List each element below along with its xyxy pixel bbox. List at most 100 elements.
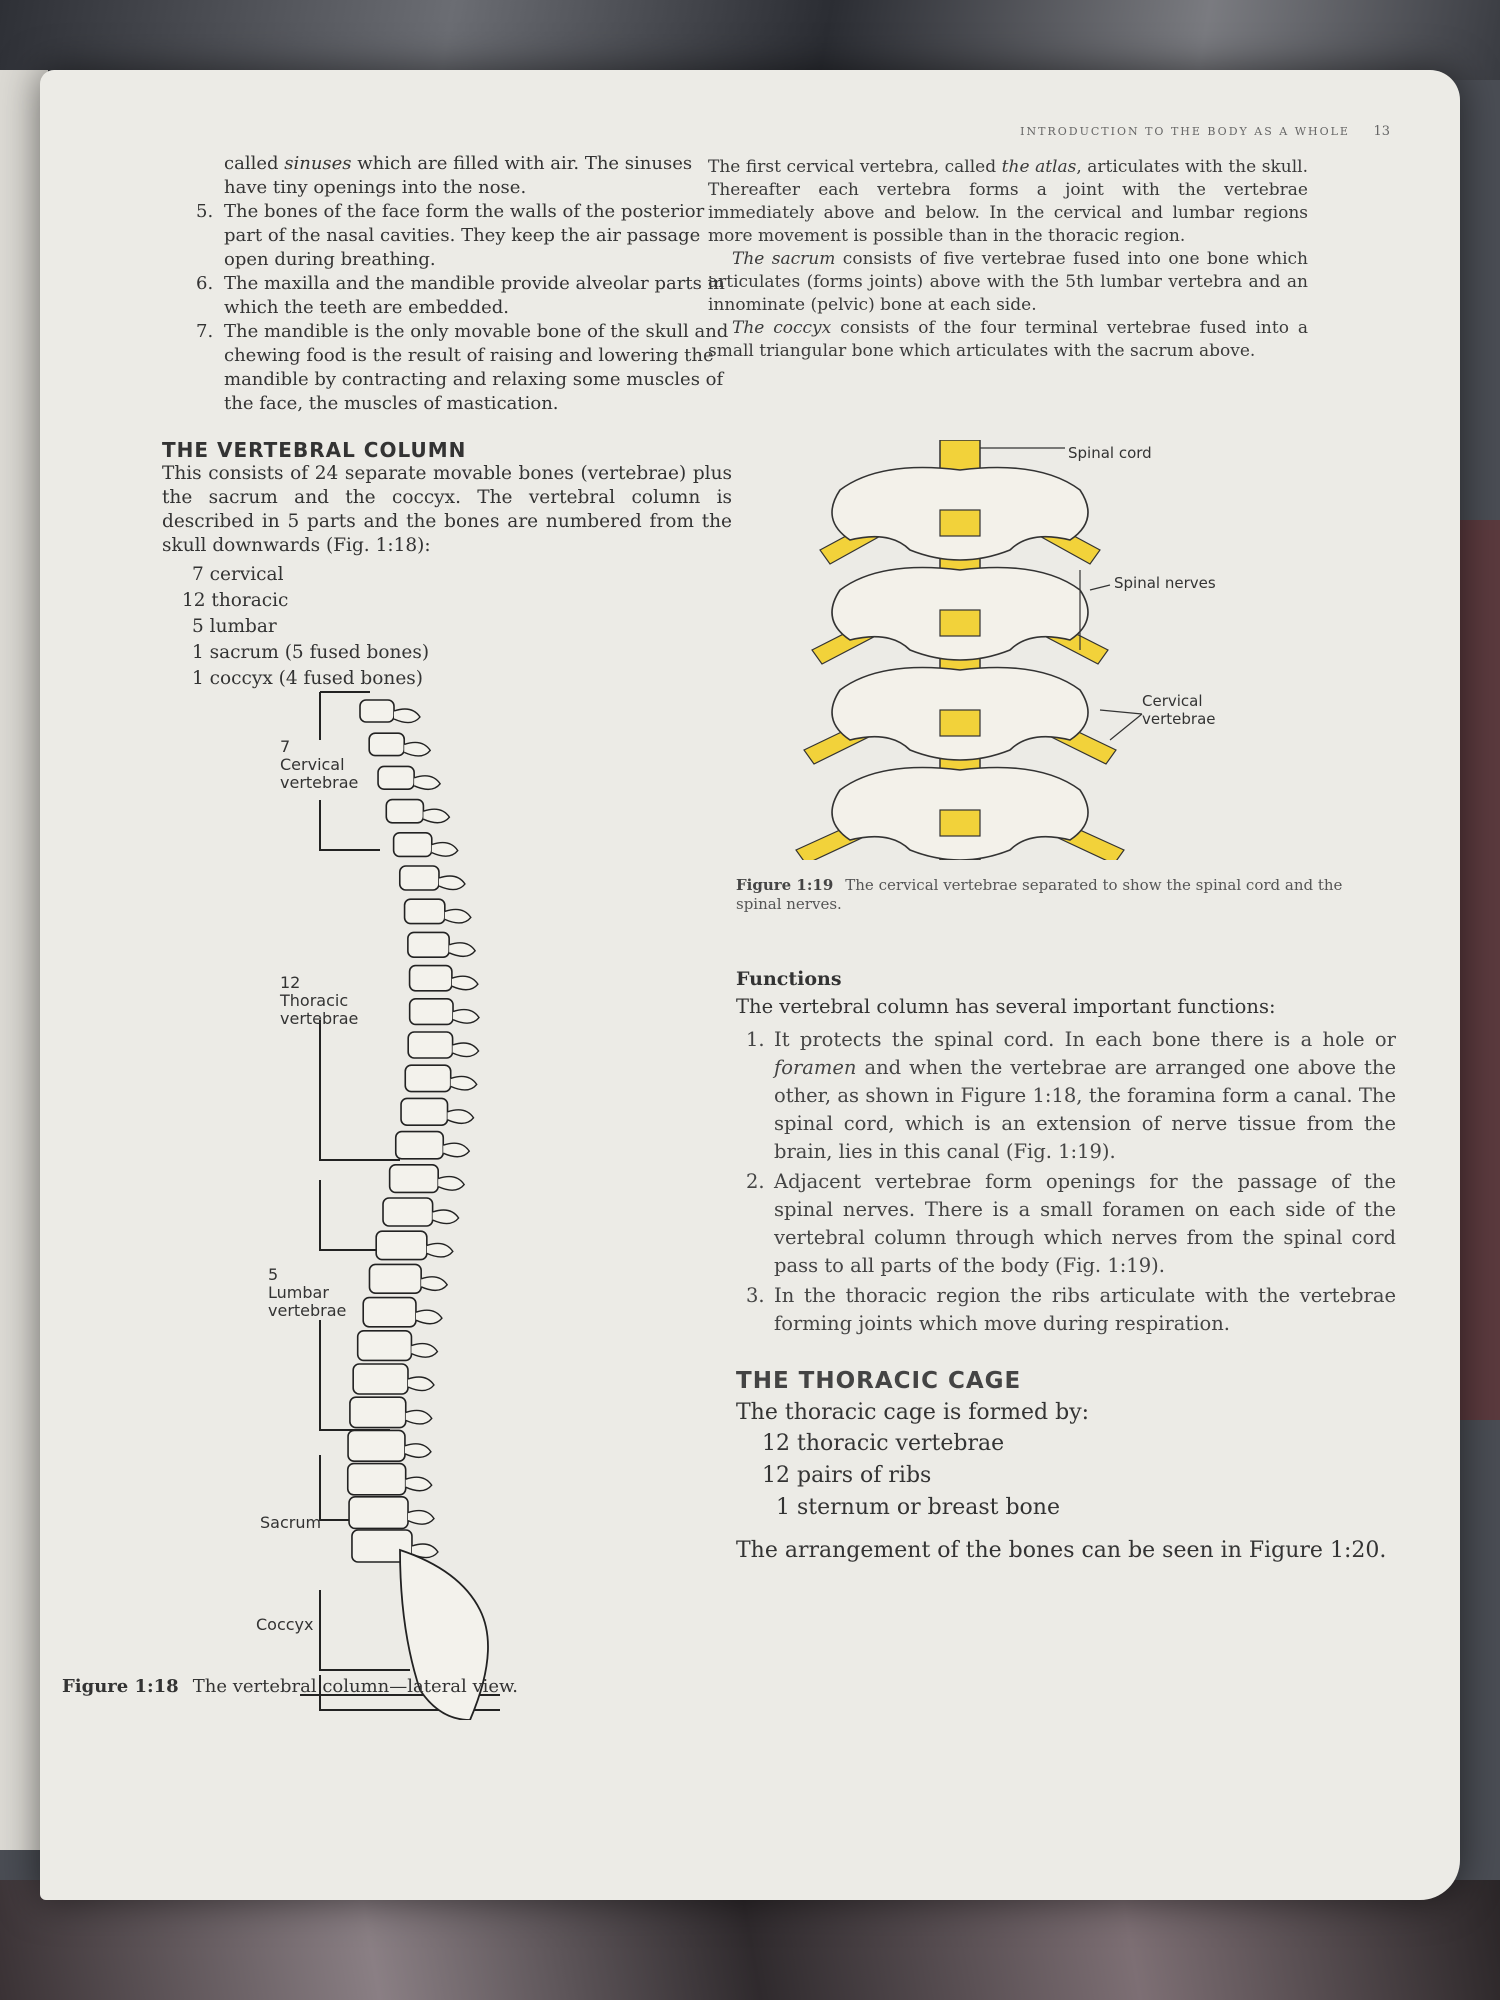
vertebra-body [362,1296,417,1328]
spinal-cord-label: Spinal cord [1068,444,1152,462]
spinal-cord-segment [939,609,981,637]
running-head-title: INTRODUCTION TO THE BODY AS A WHOLE [1020,125,1350,138]
vertebra-process [437,1175,466,1191]
vertebra-body [375,1230,428,1261]
vertebra-process [452,1008,480,1024]
vertebra-body [392,832,433,858]
spinal-cord-segment [939,509,981,537]
lumbar-label: 5 Lumbar vertebrae [268,1265,347,1320]
vertebra-process [444,908,472,924]
vertebra-process [438,875,466,891]
background-tile [0,1880,1500,2000]
list-item: 3.In the thoracic region the ribs articu… [746,1284,1396,1335]
list-item: 12 thoracic [182,590,289,611]
vertebra-process [393,708,421,724]
vertebra-process [432,1209,460,1225]
vertebra-body [346,1462,407,1496]
vertebra-process [426,1242,454,1258]
vertebra-body [377,765,415,791]
functions-intro: The vertebral column has several importa… [736,995,1276,1018]
vertebra-process [411,1543,439,1559]
coccyx-label: Coccyx [256,1615,314,1634]
vertebra-body [398,865,440,891]
vertebra-body [403,898,446,925]
vertebra-process [448,942,477,957]
paragraph: The first cervical vertebra, called the … [708,157,1308,246]
vertebra-body [368,1263,422,1295]
list-item: 6.The maxilla and the mandible provide a… [196,273,725,318]
spine-vertebrae [346,699,489,1720]
vertebra-body [348,1495,409,1530]
vertebra-process [431,841,459,857]
sacrum-shape [399,1548,489,1720]
vertebra-body [394,1130,445,1160]
vertebra-process [411,1342,439,1358]
vertebra-body [408,964,453,992]
cervical-vertebrae-illustration [795,440,1143,860]
list-item: 12 thoracic vertebrae [762,1431,1005,1456]
thoracic-label: 12 Thoracic vertebrae [280,973,359,1028]
vertebra-body [407,1031,454,1059]
list-item: 1 sacrum (5 fused bones) [192,642,430,663]
vertebra-body [347,1429,406,1463]
paragraph: The sacrum consists of five vertebrae fu… [708,249,1309,315]
section-intro: This consists of 24 separate movable bon… [162,463,732,556]
figure-number: Figure 1:18 [62,1676,179,1697]
vertebral-column-illustration [300,691,500,1720]
functions-list: 1.It protects the spinal cord. In each b… [736,1026,1396,1338]
cervical-label: 7 Cervical vertebrae [280,737,359,792]
right-column-top: The first cervical vertebra, called the … [708,156,1308,363]
background-tile [0,0,1500,80]
vertebra-body [385,798,425,824]
sacrum-label: Sacrum [260,1513,322,1532]
list-item: 12 pairs of ribs [762,1463,932,1488]
figure-number: Figure 1:19 [736,876,834,894]
spinal-cord-segment [939,809,981,837]
list-item: 1 sternum or breast bone [776,1495,1060,1520]
vertebra-body [408,997,454,1026]
vertebra-process [423,808,451,824]
left-column: called sinuses which are filled with air… [120,152,732,692]
list-item: 5.The bones of the face form the walls o… [196,201,705,270]
leader-line [1099,709,1143,715]
section-intro: The thoracic cage is formed by: [736,1400,1090,1425]
vertebra-process [407,1509,435,1525]
vertebra-body [382,1197,434,1227]
list-item: called sinuses which are filled with air… [224,153,693,198]
figure-caption-text: The vertebral column—lateral view. [192,1676,519,1697]
list-item: 1 coccyx (4 fused bones) [192,668,423,689]
vertebra-body [388,1163,439,1194]
vertebra-process [451,975,479,991]
paragraph: The coccyx consists of the four terminal… [708,318,1308,361]
vertebra-process [405,1476,433,1492]
leader-line [1109,713,1143,741]
closing-sentence: The arrangement of the bones can be seen… [736,1538,1387,1563]
vertebral-parts-list: 7 cervical 12 thoracic 5 lumbar 1 sacrum… [182,562,732,692]
running-head: INTRODUCTION TO THE BODY AS A WHOLE 13 [1020,124,1390,139]
vertebra-process [415,1309,443,1325]
right-column-bottom: Functions The vertebral column has sever… [736,968,1396,1563]
book-page: INTRODUCTION TO THE BODY AS A WHOLE 13 c… [40,70,1460,1900]
vertebra-body [356,1329,413,1362]
figure-caption: Figure 1:18 The vertebral column—lateral … [62,1676,518,1697]
vertebra-process [450,1075,478,1091]
vertebra-body [407,931,450,958]
vertebral-column-section: THE VERTEBRAL COLUMN This consists of 24… [120,438,732,692]
vertebra-process [452,1042,480,1058]
skull-functions-list: called sinuses which are filled with air… [120,152,732,416]
list-item: 7 cervical [192,564,284,585]
section-heading: THE VERTEBRAL COLUMN [162,438,467,462]
vertebra-body [349,1396,407,1429]
page-number: 13 [1373,124,1390,139]
vertebra-process [420,1276,449,1291]
spinal-nerves-label: Spinal nerves [1114,574,1216,592]
vertebra-process [405,1409,433,1425]
list-item: 5 lumbar [192,616,277,637]
vertebra-process [404,1443,432,1458]
vertebra-body [359,699,395,723]
cervical-vertebrae-label: Cervical vertebrae [1142,692,1216,728]
vertebra-process [413,775,442,790]
vertebra-process [442,1142,471,1158]
thoracic-cage-section: THE THORACIC CAGE The thoracic cage is f… [736,1368,1396,1563]
